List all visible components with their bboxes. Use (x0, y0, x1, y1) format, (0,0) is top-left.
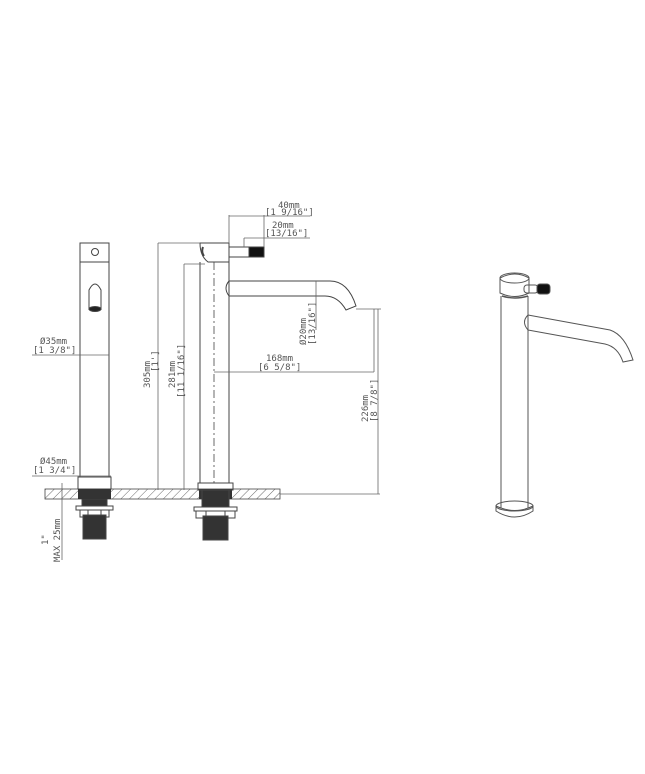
perspective-view (495, 272, 634, 518)
dim-handle-length-mm: 20mm (272, 221, 294, 231)
dim-total-height-in: [1'] (151, 350, 161, 372)
dim-max-deck-mm: MAX 25mm (53, 519, 63, 562)
dimension-labels: 40mm [1 9/16"] 20mm [13/16"] Ø35mm [1 3/… (33, 201, 380, 562)
dim-spout-top-height-mm: 281mm (168, 361, 178, 388)
dimension-lines (32, 215, 381, 560)
dim-spout-top-height-in: [11 1/16"] (177, 344, 187, 398)
dim-handle-reach-in: [1 9/16"] (265, 208, 314, 218)
dim-total-height-mm: 305mm (143, 361, 153, 388)
dim-spout-reach-in: [6 5/8"] (258, 363, 301, 373)
dim-handle-reach-mm: 40mm (278, 201, 300, 211)
dim-base-diameter-mm: Ø45mm (40, 456, 67, 467)
dim-handle-length-in: [13/16"] (265, 229, 308, 239)
dim-body-diameter-mm: Ø35mm (40, 336, 67, 347)
front-view (193, 242, 357, 541)
dim-outlet-height-in: [8 7/8"] (370, 379, 380, 422)
dim-max-deck-in: 1" (41, 534, 51, 545)
dim-spout-reach-mm: 168mm (266, 354, 293, 364)
dim-spout-diameter-in: [13/16"] (308, 302, 318, 345)
side-cap (79, 242, 110, 263)
dim-outlet-height-mm: 226mm (361, 395, 371, 422)
dim-body-diameter-in: [1 3/8"] (33, 346, 76, 356)
dim-base-diameter-in: [1 3/4"] (33, 466, 76, 476)
dim-spout-diameter-mm: Ø20mm (298, 318, 309, 345)
